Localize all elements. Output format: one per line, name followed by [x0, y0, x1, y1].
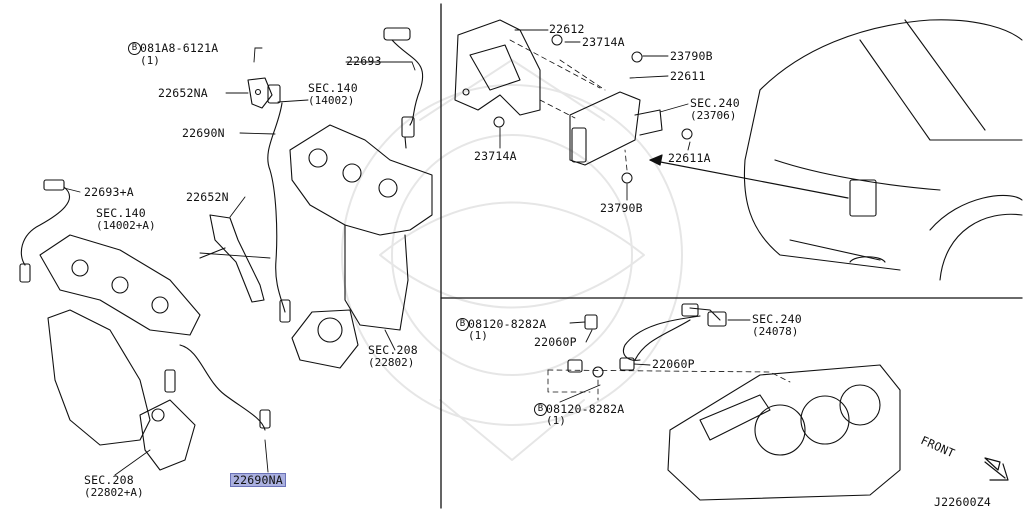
section-label-sec240-b[interactable]: SEC.240 — [752, 312, 802, 326]
section-ref-22802: (22802) — [368, 356, 415, 369]
part-label-22060P-a[interactable]: 22060P — [534, 335, 577, 349]
part-label-22611A[interactable]: 22611A — [668, 151, 711, 165]
part-label-08120-8282A-bottom[interactable]: 08120-8282A — [546, 402, 625, 416]
section-label-sec140-b[interactable]: SEC.140 — [96, 206, 146, 220]
part-label-22652N[interactable]: 22652N — [186, 190, 229, 204]
location-arrow — [649, 154, 849, 199]
section-ref-22802A: (22802+A) — [84, 486, 144, 499]
bolt-marker-b: B — [534, 403, 547, 416]
part-qty-08120-8282A-bottom: (1) — [546, 414, 566, 427]
bracket-22652N — [199, 214, 265, 303]
vehicle-front-view — [743, 19, 1023, 281]
o2-sensor-22693-harness — [383, 27, 424, 149]
section-ref-14002: (14002) — [308, 94, 355, 107]
part-label-23790B-bottom[interactable]: 23790B — [600, 201, 643, 215]
section-label-sec240-a[interactable]: SEC.240 — [690, 96, 740, 110]
ecm-bracket-22612 — [454, 19, 541, 116]
section-label-sec208-b[interactable]: SEC.208 — [84, 473, 134, 487]
knock-dashed-box — [547, 369, 791, 401]
exhaust-manifold-right — [289, 124, 433, 369]
section-ref-23706: (23706) — [690, 109, 737, 122]
left-leader-lines — [63, 47, 416, 476]
section-label-sec208-a[interactable]: SEC.208 — [368, 343, 418, 357]
part-label-22690N[interactable]: 22690N — [182, 126, 225, 140]
bolt-marker-b: B — [128, 42, 141, 55]
o2-sensor-22693A-harness — [19, 179, 71, 283]
diagram-id: J22600Z4 — [934, 495, 991, 509]
bolt-marker-b: B — [456, 318, 469, 331]
part-label-22612[interactable]: 22612 — [549, 22, 585, 36]
ecm-dashed-lines — [509, 39, 628, 171]
bottom-right-leader-lines — [559, 319, 751, 403]
part-label-08120-8282A-top[interactable]: 08120-8282A — [468, 317, 547, 331]
front-arrow — [984, 457, 1009, 481]
part-label-22693A[interactable]: 22693+A — [84, 185, 134, 199]
watermark — [341, 59, 683, 461]
bracket-22652NA — [247, 77, 281, 109]
part-label-22611[interactable]: 22611 — [670, 69, 706, 83]
part-qty-081A8-6121A: (1) — [140, 54, 160, 67]
part-label-081A8-6121A[interactable]: 081A8-6121A — [140, 41, 219, 55]
exhaust-manifold-left — [39, 234, 201, 471]
part-label-23714A-bottom[interactable]: 23714A — [474, 149, 517, 163]
ecm-unit-22611 — [569, 91, 663, 166]
part-label-22690NA-highlighted[interactable]: 22690NA — [230, 473, 286, 487]
top-right-leader-lines — [499, 29, 691, 201]
part-label-22060P-b[interactable]: 22060P — [652, 357, 695, 371]
o2-sensor-22690N-harness — [267, 102, 291, 323]
section-ref-24078: (24078) — [752, 325, 799, 338]
part-label-22652NA[interactable]: 22652NA — [158, 86, 208, 100]
section-label-sec140-a[interactable]: SEC.140 — [308, 81, 358, 95]
knock-sensor-harness — [622, 303, 727, 361]
part-label-23714A-top[interactable]: 23714A — [582, 35, 625, 49]
part-qty-08120-8282A-top: (1) — [468, 329, 488, 342]
o2-sensor-22690NA-harness — [164, 344, 271, 431]
section-ref-14002A: (14002+A) — [96, 219, 156, 232]
part-label-23790B-top[interactable]: 23790B — [670, 49, 713, 63]
ecm-bolts — [493, 34, 693, 184]
part-label-22693[interactable]: 22693 — [346, 54, 382, 68]
cylinder-block — [667, 364, 901, 501]
